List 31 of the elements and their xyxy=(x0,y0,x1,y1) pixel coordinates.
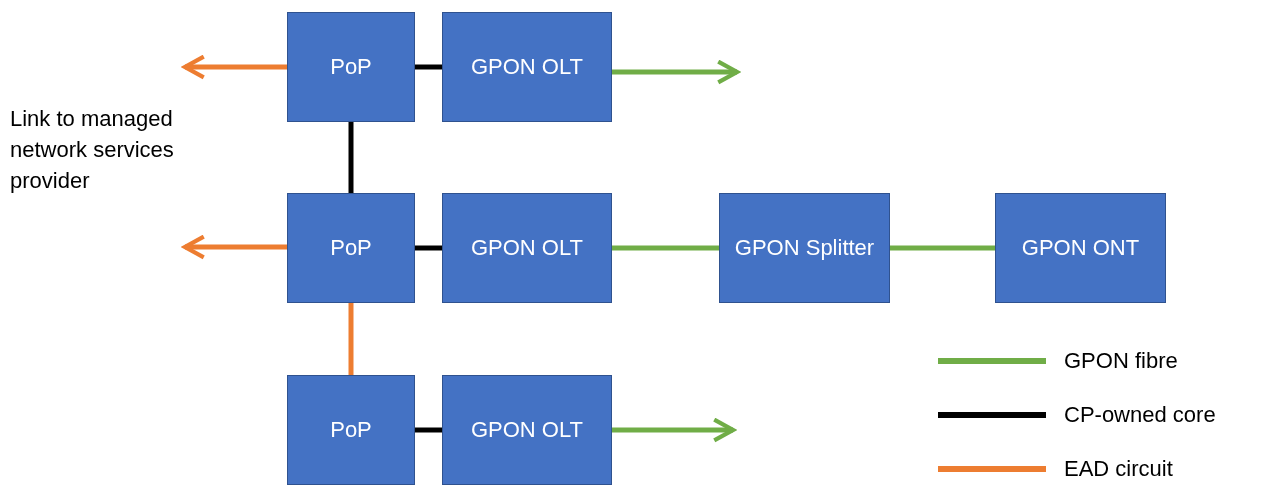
arrow xyxy=(612,59,740,85)
network-node-box xyxy=(442,193,612,303)
node-label: PoP xyxy=(330,416,372,445)
node-label: GPON OLT xyxy=(470,234,584,263)
arrow xyxy=(182,54,287,80)
arrow xyxy=(612,417,736,443)
network-node-box xyxy=(442,375,612,485)
legend-label: GPON fibre xyxy=(1064,348,1178,374)
legend-label: CP-owned core xyxy=(1064,402,1216,428)
legend-label: EAD circuit xyxy=(1064,456,1173,482)
connector-line xyxy=(415,64,442,70)
node-label: GPON OLT xyxy=(470,416,584,445)
network-node-box xyxy=(287,12,415,122)
node-label: PoP xyxy=(330,234,372,263)
connector-line xyxy=(415,245,442,251)
connector-line xyxy=(415,427,442,433)
network-node-box xyxy=(287,193,415,303)
node-label: GPON Splitter xyxy=(734,234,875,263)
network-node-box xyxy=(287,375,415,485)
network-node-box xyxy=(719,193,890,303)
connector-line xyxy=(890,245,995,251)
connector-line xyxy=(348,303,354,375)
connector-line xyxy=(348,122,354,193)
node-label: GPON ONT xyxy=(1021,234,1140,263)
arrow xyxy=(182,234,287,260)
network-node-box xyxy=(442,12,612,122)
node-label: PoP xyxy=(330,53,372,82)
connector-line xyxy=(612,245,719,251)
network-node-box xyxy=(995,193,1166,303)
node-label: GPON OLT xyxy=(470,53,584,82)
note-text: Link to managed network services provider xyxy=(10,105,175,195)
